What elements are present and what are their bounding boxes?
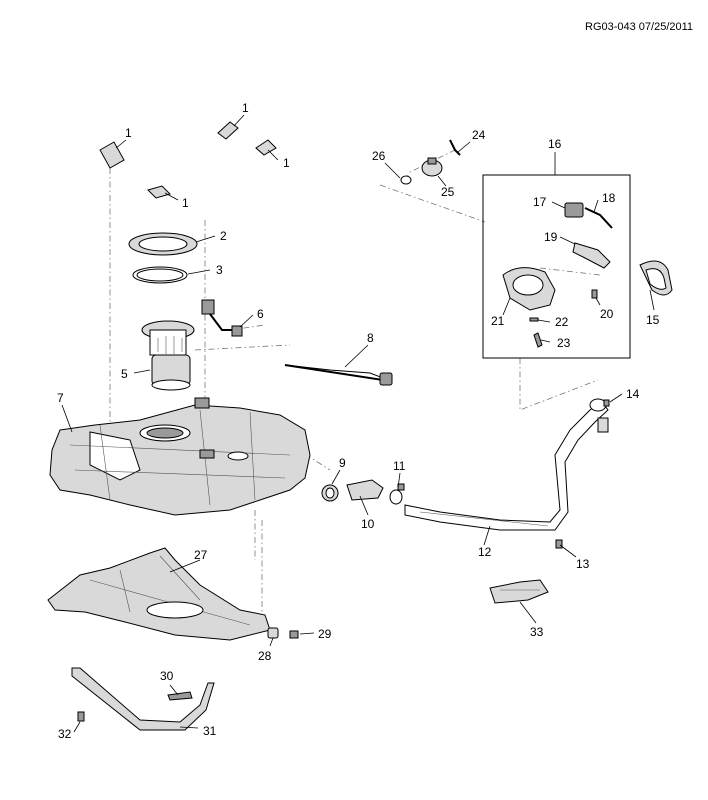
diagram-reference: RG03-043 07/25/2011 bbox=[585, 21, 693, 33]
callout-7: 7 bbox=[57, 391, 64, 405]
part-18-hose bbox=[584, 207, 613, 229]
part-26-o-ring bbox=[400, 175, 412, 185]
callout-10: 10 bbox=[361, 517, 375, 531]
part-12-filler-pipe bbox=[404, 398, 609, 531]
part-6-wiring-harness bbox=[201, 299, 243, 337]
callout-23: 23 bbox=[557, 336, 571, 350]
callout-32: 32 bbox=[58, 727, 72, 741]
part-33-bracket bbox=[489, 579, 549, 604]
part-21-evap-canister bbox=[502, 267, 556, 311]
callout-11: 11 bbox=[393, 459, 406, 473]
callout-14: 14 bbox=[626, 387, 640, 401]
callout-22: 22 bbox=[555, 315, 569, 329]
part-30-insulator bbox=[167, 691, 193, 701]
part-13-bolt bbox=[555, 539, 563, 549]
callout-31: 31 bbox=[203, 724, 217, 738]
callout-25: 25 bbox=[441, 185, 455, 199]
callout-1: 1 bbox=[182, 196, 189, 210]
callout-15: 15 bbox=[646, 313, 660, 327]
callout-2: 2 bbox=[220, 229, 227, 243]
callout-16: 16 bbox=[548, 137, 562, 151]
callout-1: 1 bbox=[283, 156, 290, 170]
callout-26: 26 bbox=[372, 149, 386, 163]
callout-28: 28 bbox=[258, 649, 272, 663]
part-32-bolt bbox=[77, 711, 85, 722]
callout-1: 1 bbox=[242, 101, 249, 115]
callout-18: 18 bbox=[602, 191, 616, 205]
callout-24: 24 bbox=[472, 128, 486, 142]
part-23-bolt bbox=[533, 332, 543, 348]
part-17-valve bbox=[564, 202, 584, 218]
callout-20: 20 bbox=[600, 307, 614, 321]
part-7-fuel-tank bbox=[49, 397, 311, 516]
part-20-clip bbox=[591, 289, 598, 299]
callout-17: 17 bbox=[533, 195, 547, 209]
part-14-bolt bbox=[603, 399, 610, 407]
callout-29: 29 bbox=[318, 627, 332, 641]
part-22-screw bbox=[529, 317, 539, 322]
part-27-heat-shield bbox=[47, 547, 271, 641]
part-9-collar bbox=[321, 484, 339, 502]
callout-9: 9 bbox=[339, 456, 346, 470]
leader-lines bbox=[61, 114, 655, 733]
callout-3: 3 bbox=[216, 263, 223, 277]
part-24-clip bbox=[449, 139, 461, 156]
callout-27: 27 bbox=[194, 548, 208, 562]
part-2-lock-ring bbox=[128, 232, 198, 256]
part-8-vent-hose bbox=[284, 364, 393, 386]
part-16-vapor-canister-box bbox=[482, 174, 631, 359]
part-11-clamp bbox=[389, 483, 405, 505]
callout-33: 33 bbox=[530, 625, 544, 639]
part-28-bushing bbox=[267, 627, 279, 639]
callout-30: 30 bbox=[160, 669, 174, 683]
part-19-bracket bbox=[572, 242, 611, 269]
callout-21: 21 bbox=[491, 314, 505, 328]
assembly-lines bbox=[109, 149, 601, 630]
part-10-filler-hose bbox=[346, 479, 384, 501]
callout-1: 1 bbox=[125, 126, 132, 140]
part-1-seal-strips bbox=[99, 121, 277, 199]
callout-labels: 1 1 1 1 2 3 5 6 7 8 9 10 11 12 13 14 15 … bbox=[57, 101, 660, 741]
part-25-valve bbox=[421, 157, 443, 177]
callout-6: 6 bbox=[257, 307, 264, 321]
part-15-fuel-door bbox=[639, 260, 673, 296]
callout-8: 8 bbox=[367, 331, 374, 345]
callout-12: 12 bbox=[478, 545, 492, 559]
part-5-fuel-pump-module bbox=[141, 320, 195, 391]
part-3-seal bbox=[132, 266, 188, 284]
callout-13: 13 bbox=[576, 557, 590, 571]
part-31-tank-strap bbox=[71, 667, 215, 731]
callout-5: 5 bbox=[121, 367, 128, 381]
part-29-nut bbox=[289, 630, 299, 639]
callout-19: 19 bbox=[544, 230, 558, 244]
